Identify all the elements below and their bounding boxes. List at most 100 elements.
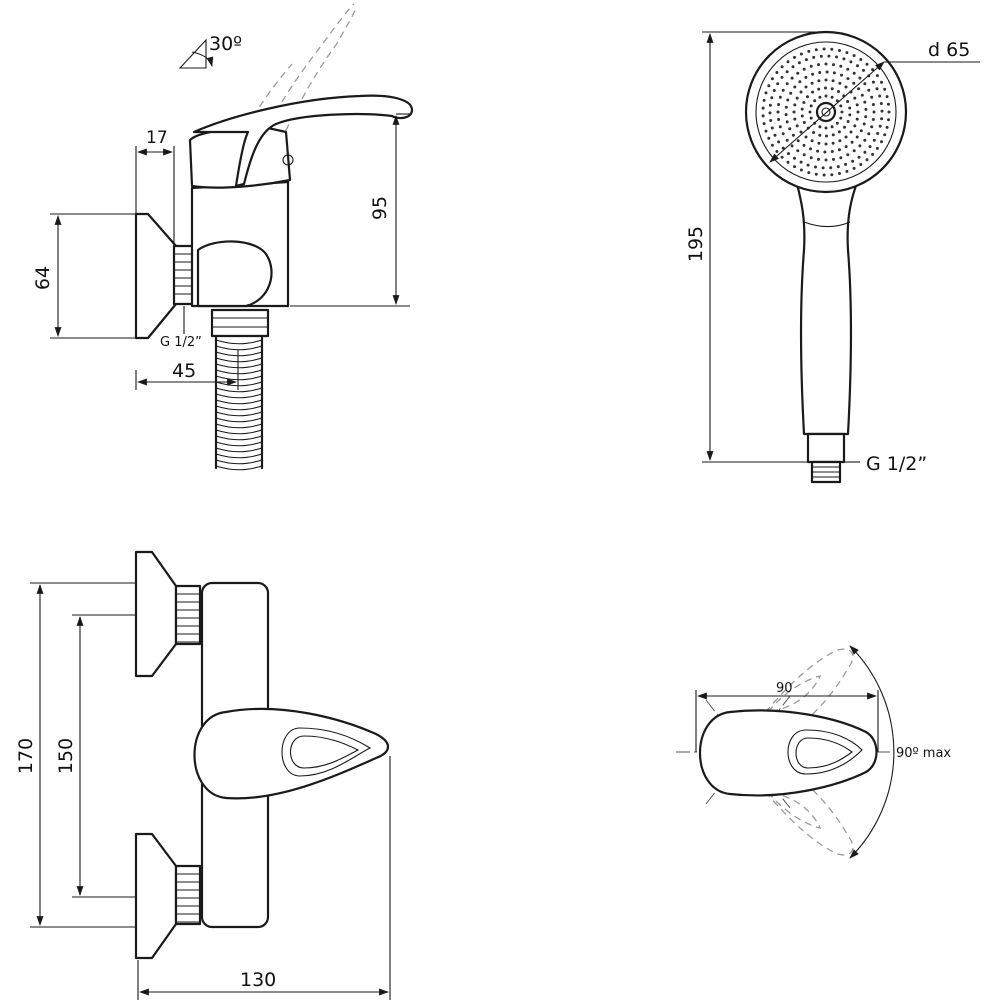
eccentric-bottom (174, 864, 202, 926)
nozzle-dot (832, 157, 835, 161)
nozzle-dot (789, 91, 793, 95)
nozzle-dot (800, 107, 804, 111)
dim-rotation: 90º max (896, 746, 951, 761)
dim-height-150: 150 (55, 738, 77, 774)
nozzle-dot (818, 95, 822, 99)
nozzle-dot (781, 132, 785, 136)
nozzle-dot (809, 156, 813, 160)
wall-rosette-side (134, 212, 178, 340)
nozzle-dot (838, 49, 841, 52)
nozzle-dot (829, 166, 833, 170)
nozzle-dot (871, 118, 875, 121)
nozzle-dot (793, 156, 796, 160)
nozzle-dot (822, 47, 826, 51)
nozzle-dot (876, 132, 880, 135)
nozzle-dot (796, 71, 800, 75)
nozzle-dot (871, 152, 875, 156)
nozzle-dot (816, 149, 820, 153)
nozzle-dot (837, 148, 841, 152)
dim-height-170: 170 (15, 738, 37, 774)
wall-rosette-top (134, 550, 178, 678)
nozzle-dot (780, 75, 784, 79)
nozzle-dot (835, 55, 838, 59)
nozzle-dot (790, 144, 794, 148)
nozzle-dot (821, 166, 825, 170)
lever-top-inset (787, 729, 863, 775)
nozzle-dot (838, 172, 841, 175)
nozzle-dot (791, 133, 795, 137)
nozzle-dot (830, 95, 834, 99)
nozzle-dot (761, 106, 765, 110)
nozzle-dot (883, 87, 887, 91)
dim-offset-45: 45 (172, 360, 196, 382)
nozzle-dot (840, 73, 843, 77)
nozzle-dot (845, 51, 849, 55)
nozzle-dot (780, 155, 784, 159)
nozzle-dot (879, 102, 883, 105)
nozzle-dot (810, 81, 814, 85)
nozzle-dot (880, 109, 884, 113)
nozzle-dot (788, 127, 792, 131)
nozzle-dot (806, 163, 810, 167)
nozzle-dot (804, 58, 808, 62)
nozzle-dot (871, 103, 875, 106)
nozzle-dot (846, 77, 850, 81)
nozzle-dot (799, 160, 803, 164)
nozzle-dot (880, 80, 883, 84)
nozzle-dot (809, 104, 813, 108)
nozzle-dot (780, 65, 784, 69)
nozzle-dot (824, 158, 828, 162)
nozzle-dot (773, 133, 777, 137)
nozzle-dot (769, 119, 773, 122)
nozzle-dot (823, 150, 827, 154)
nozzle-dot (762, 122, 766, 126)
lever-pin (282, 154, 294, 166)
nozzle-dot (863, 82, 867, 86)
nozzle-dot (809, 147, 812, 151)
nozzle-dot (814, 172, 818, 176)
nozzle-dot (812, 131, 815, 134)
nozzle-dot (778, 95, 782, 99)
side-view: 30º 17 64 95 G 1/2” 45 (32, 3, 414, 471)
nozzle-dot (825, 70, 829, 74)
nozzle-dot (809, 116, 813, 120)
nozzle-dot (855, 135, 859, 139)
nozzle-dot (777, 118, 781, 121)
nozzle-dot (817, 87, 821, 91)
nozzle-dot (819, 54, 823, 58)
nozzle-dot (799, 90, 803, 94)
nozzle-dot (824, 62, 828, 66)
nozzle-dot (863, 100, 867, 104)
nozzle-dot (777, 140, 781, 144)
nozzle-dot (824, 86, 827, 90)
nozzle-dot (785, 70, 789, 74)
nozzle-dot (830, 150, 834, 153)
nozzle-dot (786, 160, 790, 164)
nozzle-dot (880, 117, 884, 121)
nozzle-dot (791, 65, 795, 69)
thread-label-shower: G 1/2” (866, 453, 927, 475)
nozzle-dot (784, 105, 788, 109)
nozzle-dot (859, 129, 863, 133)
shower-connector (806, 432, 846, 464)
nozzle-dot (811, 72, 815, 76)
nozzle-dot (831, 133, 835, 137)
nozzle-dot (830, 87, 834, 91)
nozzle-dot (767, 136, 771, 140)
nozzle-dot (887, 118, 890, 122)
nozzle-dot (797, 61, 801, 65)
nozzle-dot (844, 145, 848, 149)
nozzle-dot (887, 110, 891, 114)
nozzle-dot (785, 120, 789, 124)
nozzle-dot (802, 121, 806, 124)
nozzle-dot (832, 71, 836, 75)
dim-height-95: 95 (369, 196, 391, 220)
nozzle-dot (863, 138, 867, 142)
nozzle-dot (814, 48, 818, 52)
nozzle-dot (844, 85, 848, 89)
nozzle-dot (804, 85, 808, 89)
nozzle-dot (810, 139, 814, 143)
nozzle-dot (807, 171, 811, 175)
nozzle-dot (768, 103, 772, 107)
nozzle-dot (775, 71, 779, 74)
